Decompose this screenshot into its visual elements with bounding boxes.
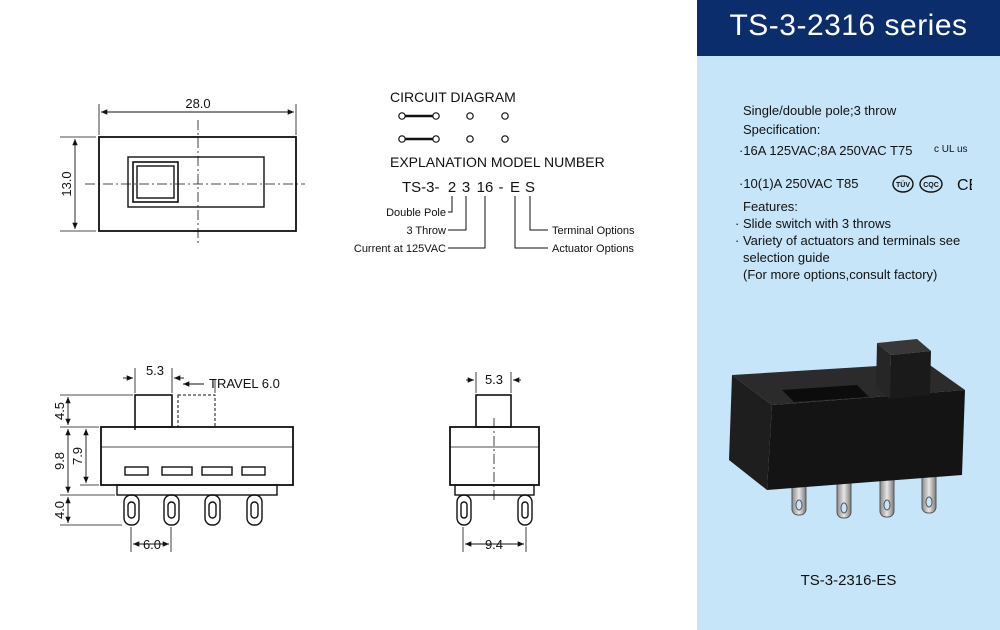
spec-rating-1: ·16A 125VAC;8A 250VAC T75 [739,143,913,158]
circuit-title: CIRCUIT DIAGRAM [390,89,516,105]
top-width-dim: 28.0 [185,96,210,111]
side-view [449,372,540,552]
front-body-height-dim: 9.8 [52,452,67,470]
spec-pole-throw: Single/double pole;3 throw [743,103,897,118]
model-part-throw: 3 [462,179,470,196]
ul-cert-icon: c UL us [934,144,968,155]
product-photo [729,339,965,519]
series-title: TS-3-2316 series [697,0,1000,56]
product-label: TS-3-2316-ES [800,572,897,589]
label-terminal: Terminal Options [552,225,635,237]
feature-3: (For more options,consult factory) [743,267,938,282]
model-part-terminal: S [525,179,535,196]
label-throw: 3 Throw [406,225,446,237]
circuit-symbol [398,112,509,143]
label-actuator: Actuator Options [552,243,634,255]
cert-marks-row: TÜV CQC CE [892,175,972,194]
front-actuator-width-dim: 5.3 [146,363,164,378]
svg-text:CE: CE [957,177,972,194]
model-part-pole: 2 [448,179,456,196]
side-actuator-width-dim: 5.3 [485,372,503,387]
top-view [60,104,305,246]
cqc-cert-icon: CQC [919,175,943,193]
front-pitch-dim: 6.0 [143,537,161,552]
feature-1: · Slide switch with 3 throws [735,216,892,231]
side-terminal-span-dim: 9.4 [485,537,503,552]
feature-2-cont: selection guide [743,250,830,265]
label-current: Current at 125VAC [354,243,446,255]
tuv-cert-icon: TÜV [892,175,914,193]
front-inner-height-dim: 7.9 [70,447,85,465]
model-prefix: TS-3- [402,179,440,196]
svg-text:CQC: CQC [923,182,939,189]
model-leader-lines [448,196,548,249]
front-view [60,368,294,552]
model-part-dash: - [499,179,504,196]
model-part-current: 16 [477,179,494,196]
technical-drawing: 28.0 13.0 CIRCUIT DIAGRAM EXPLANATION MO… [52,89,635,552]
front-actuator-height-dim: 4.5 [52,402,67,420]
features-heading: Features: [743,199,798,214]
series-panel: TS-3-2316 series Single/double pole;3 th… [697,0,1000,630]
product-body [729,339,965,490]
front-terminal-height-dim: 4.0 [52,501,67,519]
spec-heading: Specification: [743,122,821,137]
spec-rating-2: ·10(1)A 250VAC T85 [739,176,859,191]
svg-text:TÜV: TÜV [896,180,910,189]
model-title: EXPLANATION MODEL NUMBER [390,154,605,170]
label-double-pole: Double Pole [386,207,446,219]
ce-cert-icon: CE [957,177,972,194]
feature-2: · Variety of actuators and terminals see [735,233,961,248]
model-part-actuator: E [510,179,520,196]
front-travel-dim: TRAVEL 6.0 [209,376,280,391]
top-height-dim: 13.0 [59,171,74,196]
